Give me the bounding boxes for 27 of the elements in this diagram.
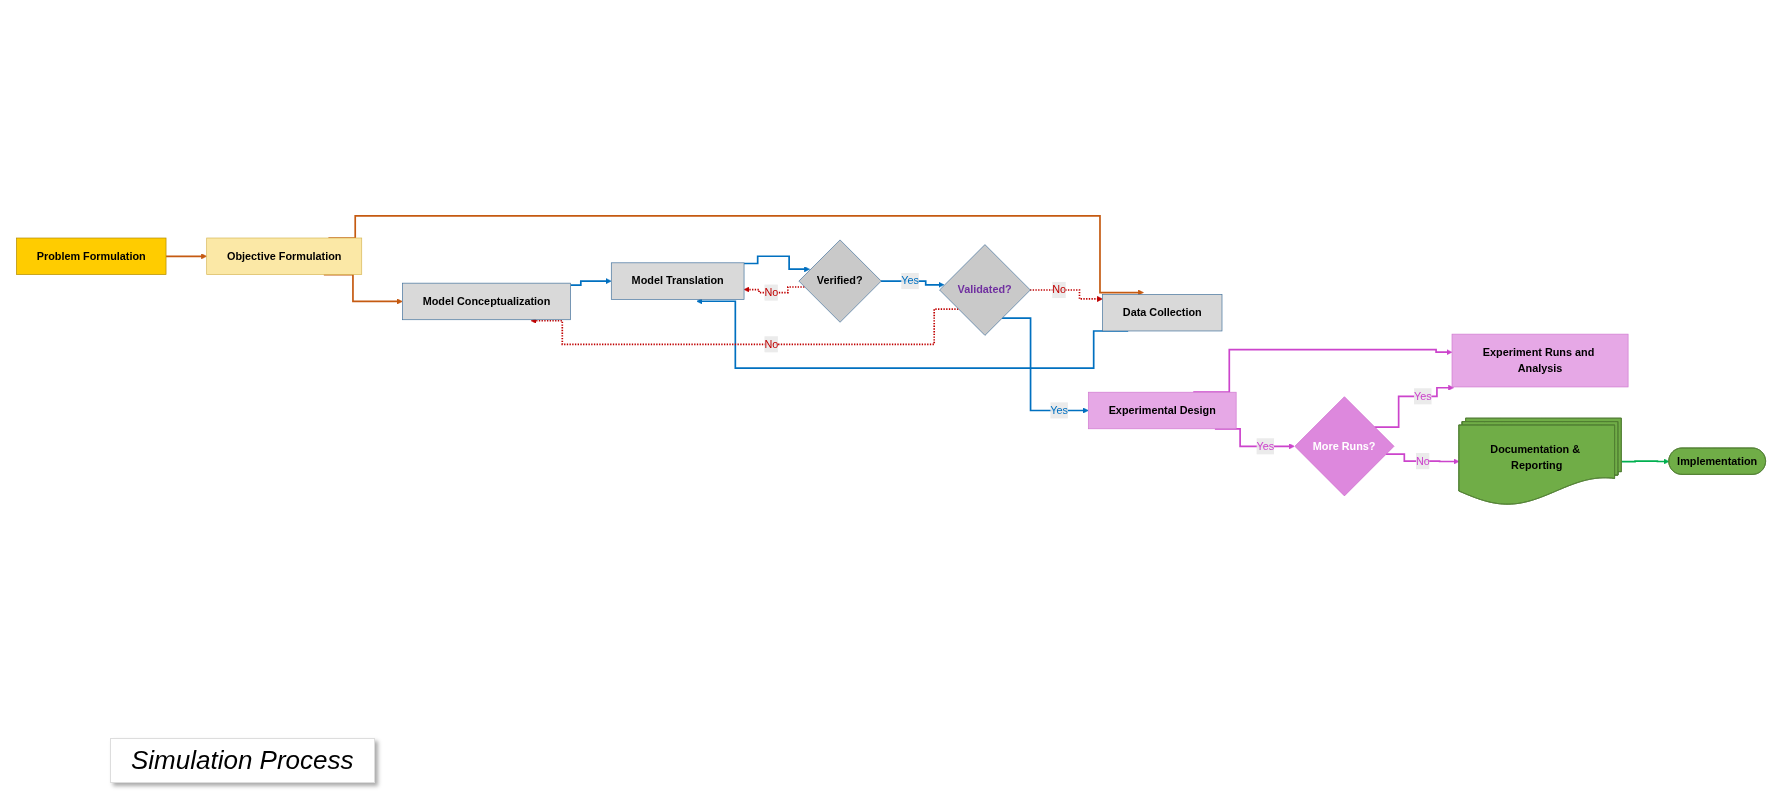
node-box: Model Conceptualization [401, 282, 571, 321]
arrow [164, 253, 207, 260]
edge-label: Yes [1255, 440, 1274, 452]
edge-label: No [1051, 283, 1066, 296]
node-box: Experiment Runs and Analysis [1451, 333, 1628, 388]
edge-label: No [763, 286, 778, 298]
arrow [530, 308, 959, 346]
node-box: Data Collection [1101, 294, 1222, 332]
edge-label: Yes [900, 275, 919, 287]
node-diamond: More Runs? [1294, 396, 1394, 497]
node-box: Model Translation [610, 262, 744, 300]
node-box: Objective Formulation [205, 237, 362, 275]
arrow [1620, 458, 1669, 465]
node-box: Problem Formulation [15, 237, 166, 275]
arrow [569, 278, 612, 286]
edge-label: No [1415, 455, 1430, 467]
edge-label: Yes [1413, 390, 1432, 402]
edge-label: No [763, 338, 778, 350]
arrow [1373, 384, 1454, 428]
arrow [879, 280, 944, 288]
edge-label: Yes [1049, 404, 1068, 416]
arrow [743, 286, 805, 294]
arrow [742, 255, 810, 273]
node-diamond: Validated? [938, 244, 1031, 336]
node-diamond: Verified? [798, 239, 882, 323]
caption: Simulation Process [110, 738, 375, 783]
node-box: Experimental Design [1087, 391, 1236, 430]
